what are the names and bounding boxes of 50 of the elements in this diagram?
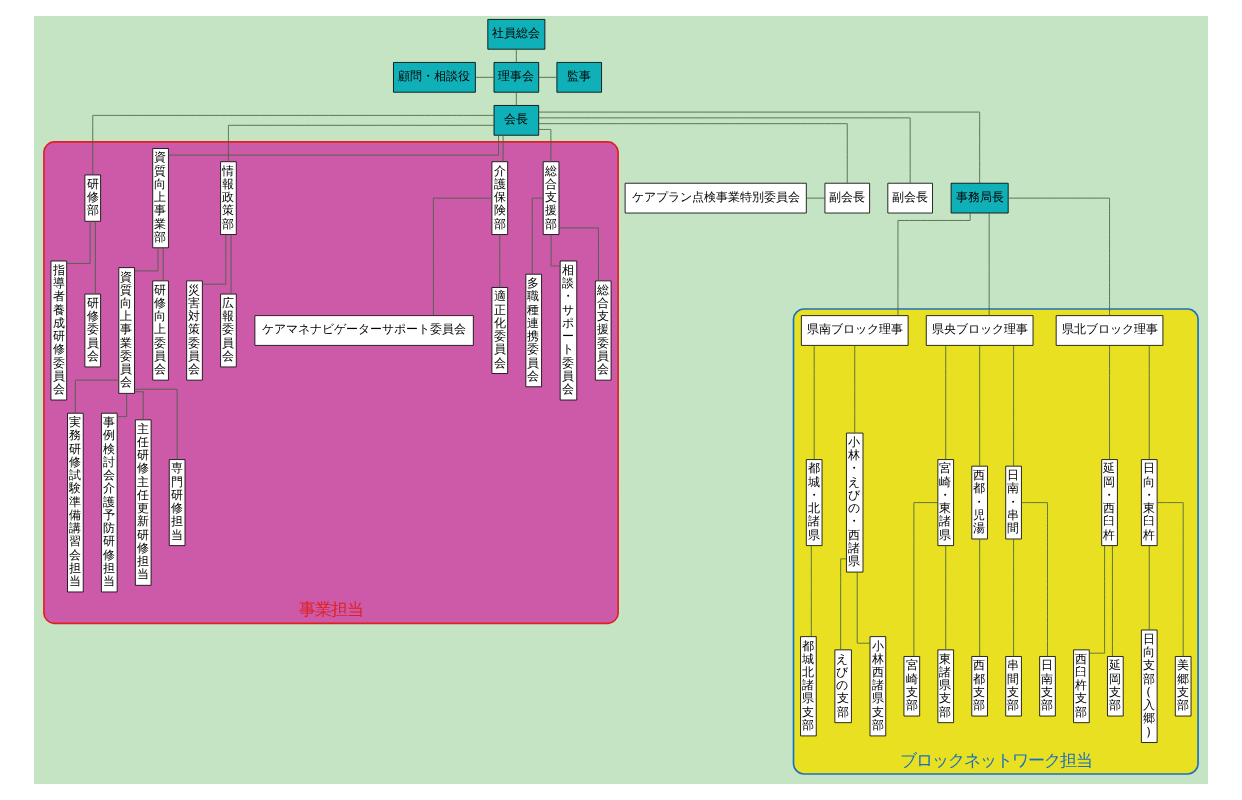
connector (1008, 197, 1110, 316)
connector (162, 247, 164, 282)
connector (94, 221, 96, 295)
connector (92, 114, 495, 176)
connector (1148, 345, 1150, 460)
connector (538, 76, 558, 78)
connector (538, 117, 911, 184)
connector (550, 234, 561, 267)
connector (913, 502, 939, 657)
connector (168, 134, 499, 156)
connector (1109, 345, 1110, 460)
connector (538, 111, 981, 184)
connector (1013, 538, 1014, 657)
connector (74, 379, 120, 414)
connector (502, 134, 504, 162)
connector (531, 197, 544, 275)
connector (433, 197, 493, 316)
connector (538, 123, 848, 184)
connector (945, 345, 947, 460)
connector (134, 391, 144, 421)
connector (813, 345, 815, 460)
connector (979, 538, 981, 657)
connector (897, 212, 971, 316)
connector (856, 571, 871, 644)
connector (202, 234, 227, 285)
connector (499, 234, 501, 288)
connector (854, 345, 856, 434)
connector (988, 212, 990, 316)
connector (134, 247, 159, 272)
connector (66, 220, 91, 264)
connector (228, 124, 495, 163)
connector (134, 388, 178, 460)
connector (840, 558, 847, 651)
connector (230, 234, 232, 295)
connector (979, 345, 981, 467)
connector (475, 76, 495, 78)
connector (1148, 545, 1150, 631)
connector (558, 227, 599, 282)
connector (810, 545, 812, 637)
connector (515, 48, 517, 63)
connector (1089, 545, 1105, 654)
connector (1013, 345, 1014, 467)
connector (116, 393, 128, 417)
connector (1021, 502, 1048, 657)
connector (945, 545, 947, 651)
connector (1112, 545, 1113, 657)
connector (1156, 502, 1184, 657)
connector (805, 197, 826, 199)
connector (538, 129, 552, 162)
connector (515, 91, 517, 106)
